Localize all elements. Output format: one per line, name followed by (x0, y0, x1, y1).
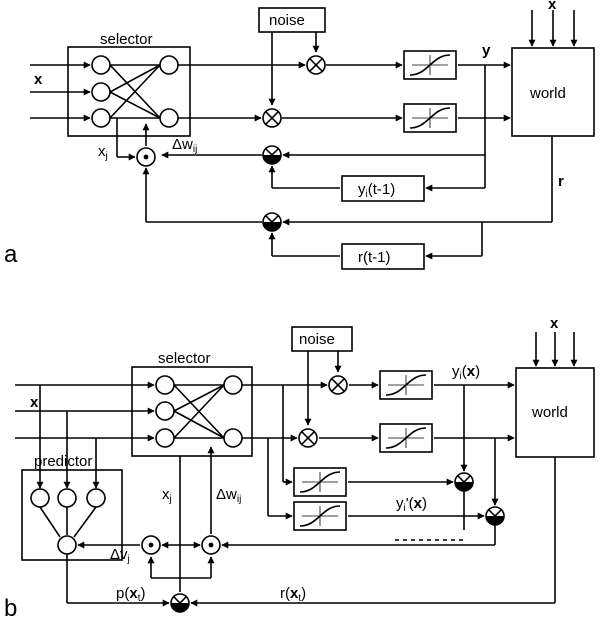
noise-a-box (258, 7, 326, 33)
selector-b: selector (131, 350, 253, 457)
noise-b-label: noise (299, 331, 335, 348)
sigmoid-a-top (403, 50, 457, 80)
dvj-label: Δvj (110, 546, 130, 565)
p-xt-label: p(xt) (116, 585, 145, 604)
neuron (155, 401, 175, 421)
dwij-a-label: Δwij (172, 136, 197, 155)
neuron (91, 108, 111, 128)
multiplier-a-top (306, 55, 326, 75)
delay-r-a-label: r(t-1) (358, 249, 391, 266)
input-x-b: x (30, 394, 39, 411)
neuron (223, 375, 243, 395)
multiplier-a-feedback-r (262, 212, 282, 232)
multiplier-a-feedback-y (262, 145, 282, 165)
sigmoid-predictor-bottom (293, 501, 347, 531)
selector-a-label: selector (100, 31, 153, 48)
noise-a-label: noise (269, 12, 305, 29)
world-a-box (511, 47, 595, 137)
r-xt-label: r(xt) (280, 585, 306, 604)
xj-a-label: xj (98, 143, 108, 162)
neuron (159, 108, 179, 128)
neuron (223, 428, 243, 448)
predictor-neuron (86, 488, 106, 508)
reward-r-a: r (558, 173, 564, 190)
yi-prime-label: yi'(x) (396, 495, 427, 514)
panel-a-label: a (4, 241, 18, 268)
selector-b-label: selector (158, 350, 211, 367)
delay-y-a-box (341, 175, 425, 202)
sigmoid-b-top (379, 370, 433, 400)
predictor-neuron (57, 535, 77, 555)
delay-y-a-label: yi(t-1) (358, 181, 395, 200)
world-b-box (515, 367, 595, 458)
world-b-label: world (531, 404, 568, 421)
neuron (159, 55, 179, 75)
sigmoid-a-bottom (403, 103, 457, 133)
noise-b-box (291, 326, 353, 352)
dwij-b-label: Δwij (216, 486, 241, 505)
multiplier-b-low (485, 506, 505, 526)
multiplier-b-top (328, 375, 348, 395)
neuron (91, 55, 111, 75)
yi-x-label: yi(x) (452, 363, 480, 382)
predictor-neuron (57, 488, 77, 508)
dot-product-b-right (201, 535, 221, 555)
input-x-a: x (34, 71, 43, 88)
world-input-x-a: x (548, 0, 557, 13)
neuron (155, 428, 175, 448)
dot-product-b-left (141, 535, 161, 555)
panel-a: a selector x (4, 0, 595, 270)
selector-a: selector (67, 31, 191, 137)
panel-b: b selector x pred (4, 315, 595, 621)
multiplier-a-bottom (262, 108, 282, 128)
world-a-label: world (529, 85, 566, 102)
multiplier-b-mid (454, 472, 474, 492)
neuron (91, 82, 111, 102)
xj-b-label: xj (162, 486, 172, 505)
predictor-neuron (30, 488, 50, 508)
world-input-x-b: x (550, 315, 559, 332)
neuron (155, 375, 175, 395)
sigmoid-predictor-top (293, 467, 347, 497)
panel-b-label: b (4, 595, 17, 621)
delay-r-a-box (341, 243, 425, 270)
output-y-a: y (482, 42, 491, 59)
predictor-label: predictor (34, 453, 92, 470)
dot-product-a (136, 147, 156, 167)
multiplier-b-bottom (298, 428, 318, 448)
sigmoid-b-bottom (379, 423, 433, 453)
multiplier-b-bottom-error (170, 593, 190, 613)
